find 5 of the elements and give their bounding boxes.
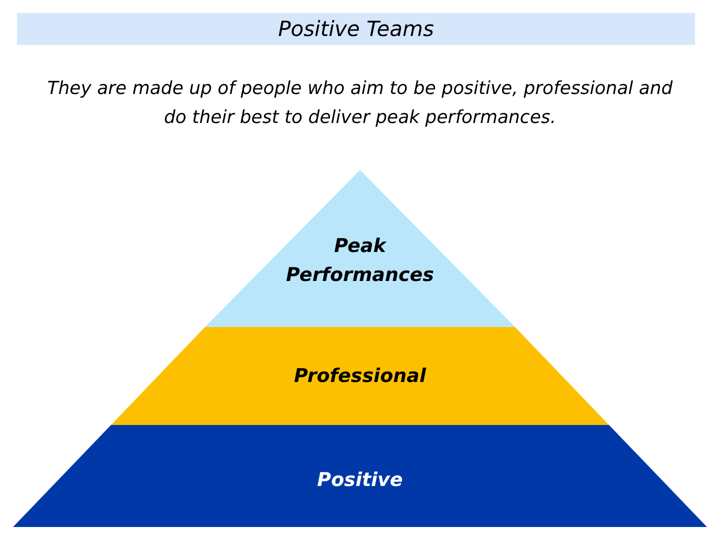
title-banner: Positive Teams <box>17 13 695 45</box>
subtitle: They are made up of people who aim to be positive, professional and do their best to deliver peak performances. <box>46 77 674 130</box>
tier-label: Peak Performances <box>285 234 435 288</box>
tier-label: Positive <box>316 468 404 493</box>
tier-label: Professional <box>293 364 428 389</box>
